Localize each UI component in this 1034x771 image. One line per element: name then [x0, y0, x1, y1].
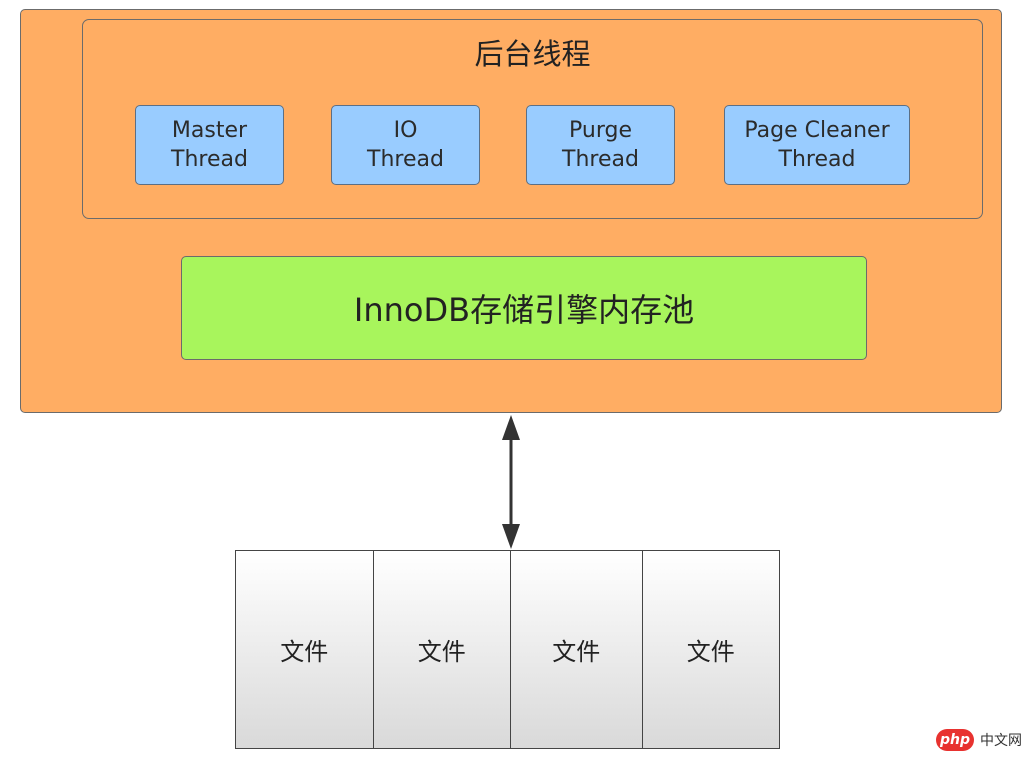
file-cell: 文件	[511, 551, 643, 748]
site-watermark: php 中文网	[936, 729, 1022, 751]
master-thread-box: Master Thread	[135, 105, 284, 185]
watermark-text: 中文网	[980, 733, 1022, 749]
data-files-row: 文件 文件 文件 文件	[235, 550, 780, 749]
background-threads-group: 后台线程	[82, 19, 983, 219]
php-logo-icon: php	[936, 729, 974, 751]
buffer-pool-box: InnoDB存储引擎内存池	[181, 256, 867, 360]
file-cell: 文件	[236, 551, 374, 748]
background-threads-title: 后台线程	[474, 37, 591, 71]
page-cleaner-thread-box: Page Cleaner Thread	[724, 105, 910, 185]
file-cell: 文件	[642, 551, 780, 748]
purge-thread-box: Purge Thread	[526, 105, 675, 185]
innodb-engine-container: 后台线程 Master Thread IO Thread Purge Threa…	[20, 9, 1002, 413]
io-thread-box: IO Thread	[331, 105, 480, 185]
file-cell: 文件	[373, 551, 511, 748]
